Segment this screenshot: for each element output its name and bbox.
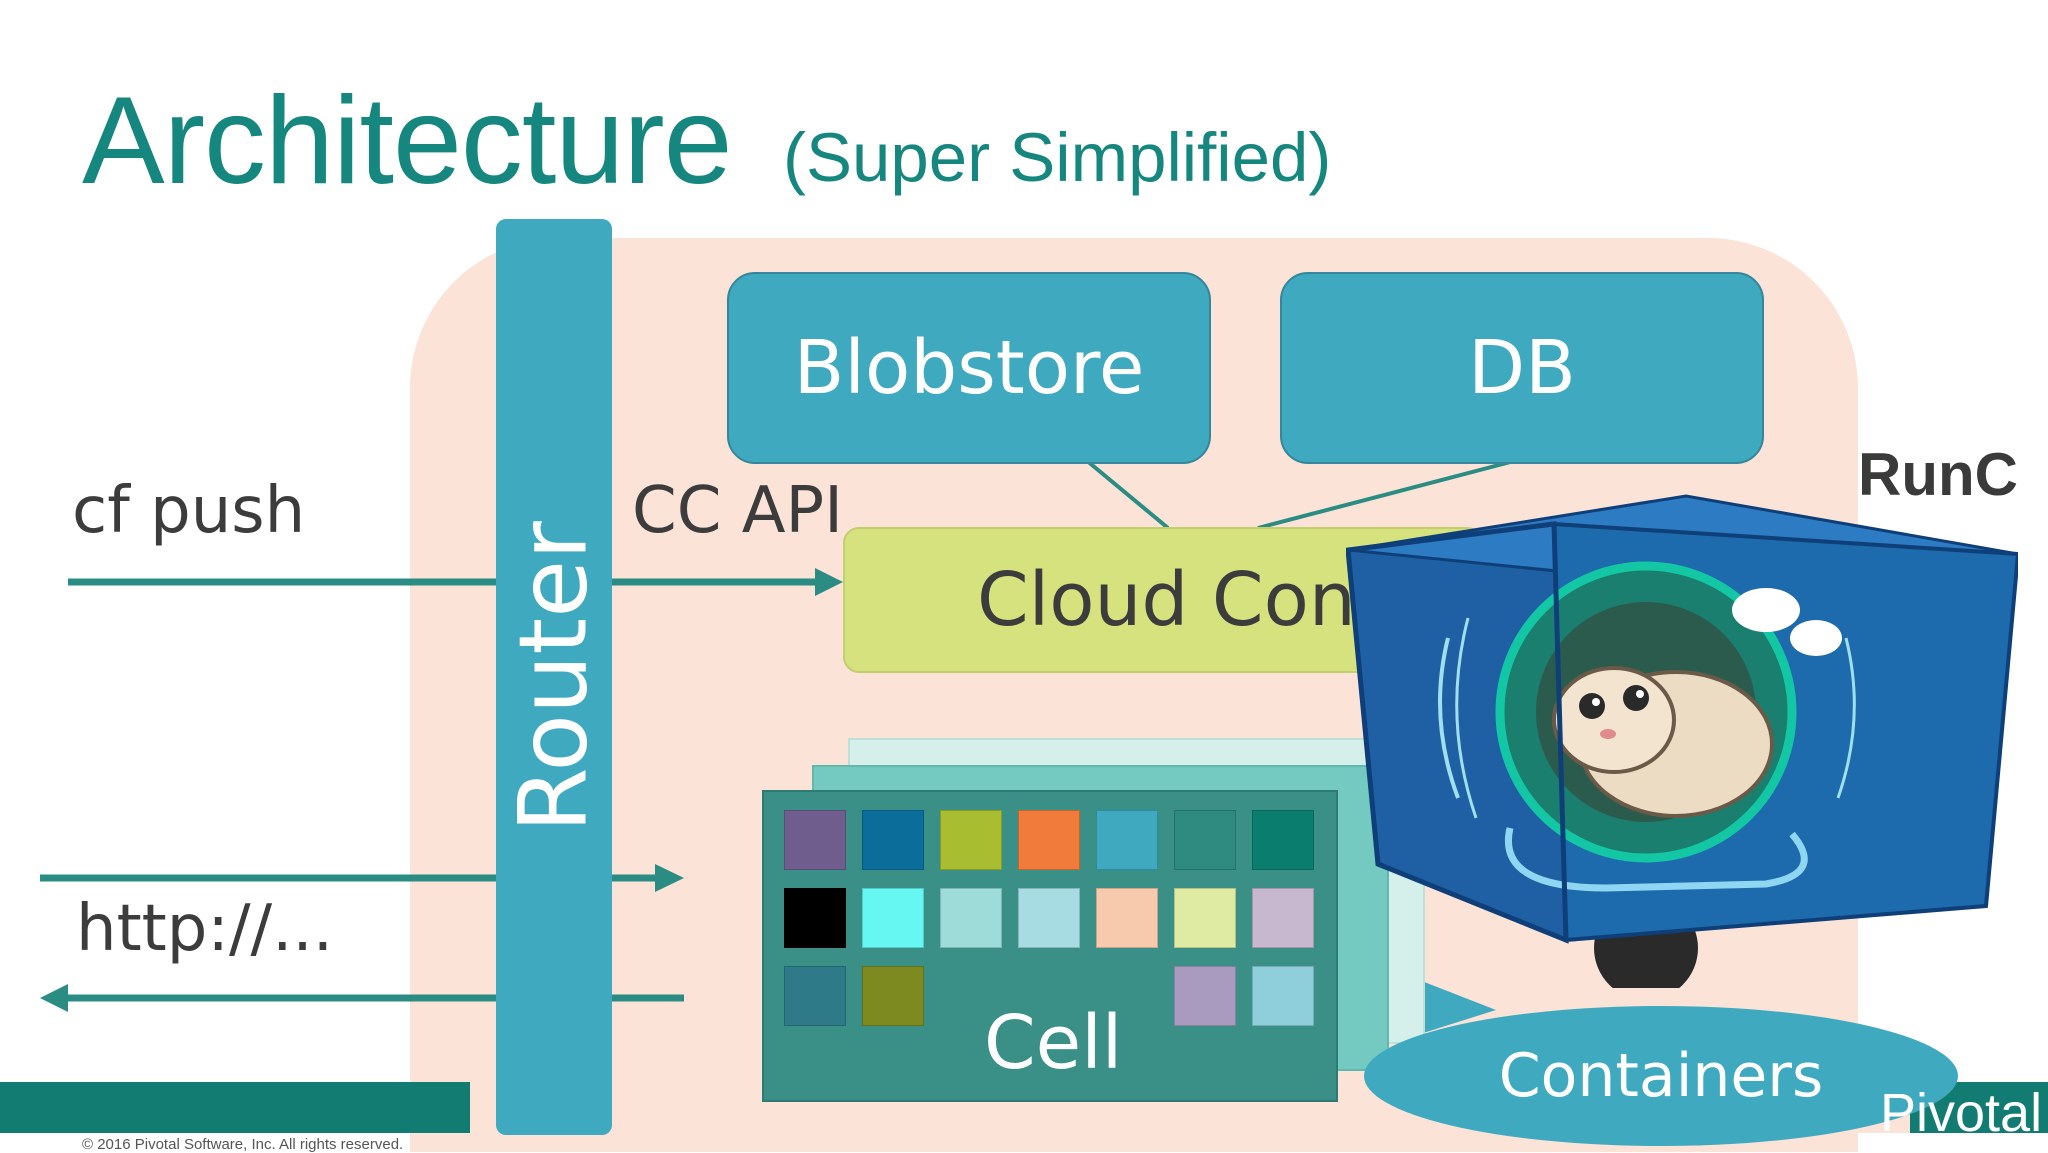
container-swatch bbox=[1252, 810, 1314, 870]
container-swatch bbox=[1252, 966, 1314, 1026]
blobstore-to-cc-line bbox=[1084, 458, 1170, 530]
db-box: DB bbox=[1280, 272, 1764, 464]
router-label: Router bbox=[499, 521, 609, 833]
cloud-controller-label: Cloud Cont bbox=[977, 557, 1385, 643]
cell-label: Cell bbox=[984, 1000, 1123, 1086]
container-swatch bbox=[784, 810, 846, 870]
container-swatch bbox=[862, 966, 924, 1026]
copyright-notice: © 2016 Pivotal Software, Inc. All rights… bbox=[82, 1136, 404, 1153]
container-swatch bbox=[1096, 888, 1158, 948]
slide-subtitle: (Super Simplified) bbox=[783, 119, 1332, 196]
cf-push-arrowhead bbox=[815, 568, 843, 596]
blobstore-label: Blobstore bbox=[793, 325, 1145, 411]
container-swatch bbox=[1174, 966, 1236, 1026]
container-swatch bbox=[1018, 810, 1080, 870]
steam-puff-1 bbox=[1732, 588, 1800, 632]
container-swatch bbox=[784, 966, 846, 1026]
http-out-arrowhead bbox=[40, 984, 68, 1012]
router-bar bbox=[496, 219, 612, 1135]
container-swatch bbox=[1252, 888, 1314, 948]
runc-hamster-illustration bbox=[1346, 494, 2018, 988]
cell-box bbox=[762, 790, 1338, 1102]
db-label: DB bbox=[1468, 325, 1576, 411]
cage-front-frame bbox=[1346, 521, 1569, 944]
cc-api-label: CC API bbox=[632, 474, 843, 548]
container-swatch bbox=[784, 888, 846, 948]
hamster-head bbox=[1552, 666, 1676, 774]
container-swatch bbox=[940, 888, 1002, 948]
cage-floor-loop bbox=[1505, 827, 1808, 892]
container-swatch bbox=[1174, 888, 1236, 948]
http-in-arrowhead bbox=[655, 864, 684, 892]
steam-puff-2 bbox=[1790, 620, 1842, 656]
runc-label: RunC bbox=[1858, 441, 2018, 508]
db-to-cc-line bbox=[1257, 458, 1519, 530]
pivotal-logo-text: Pivotal bbox=[1880, 1083, 2043, 1143]
slide-title: Architecture bbox=[82, 72, 733, 210]
container-swatch bbox=[1096, 810, 1158, 870]
containers-label: Containers bbox=[1498, 1041, 1824, 1111]
cf-push-label: cf push bbox=[72, 474, 306, 548]
http-label: http://... bbox=[76, 892, 334, 966]
container-swatch bbox=[862, 888, 924, 948]
blobstore-box: Blobstore bbox=[727, 272, 1211, 464]
container-swatch bbox=[1174, 810, 1236, 870]
containers-callout: Containers bbox=[1364, 1006, 1958, 1146]
container-swatch bbox=[1018, 888, 1080, 948]
container-swatch bbox=[862, 810, 924, 870]
container-swatch bbox=[940, 810, 1002, 870]
